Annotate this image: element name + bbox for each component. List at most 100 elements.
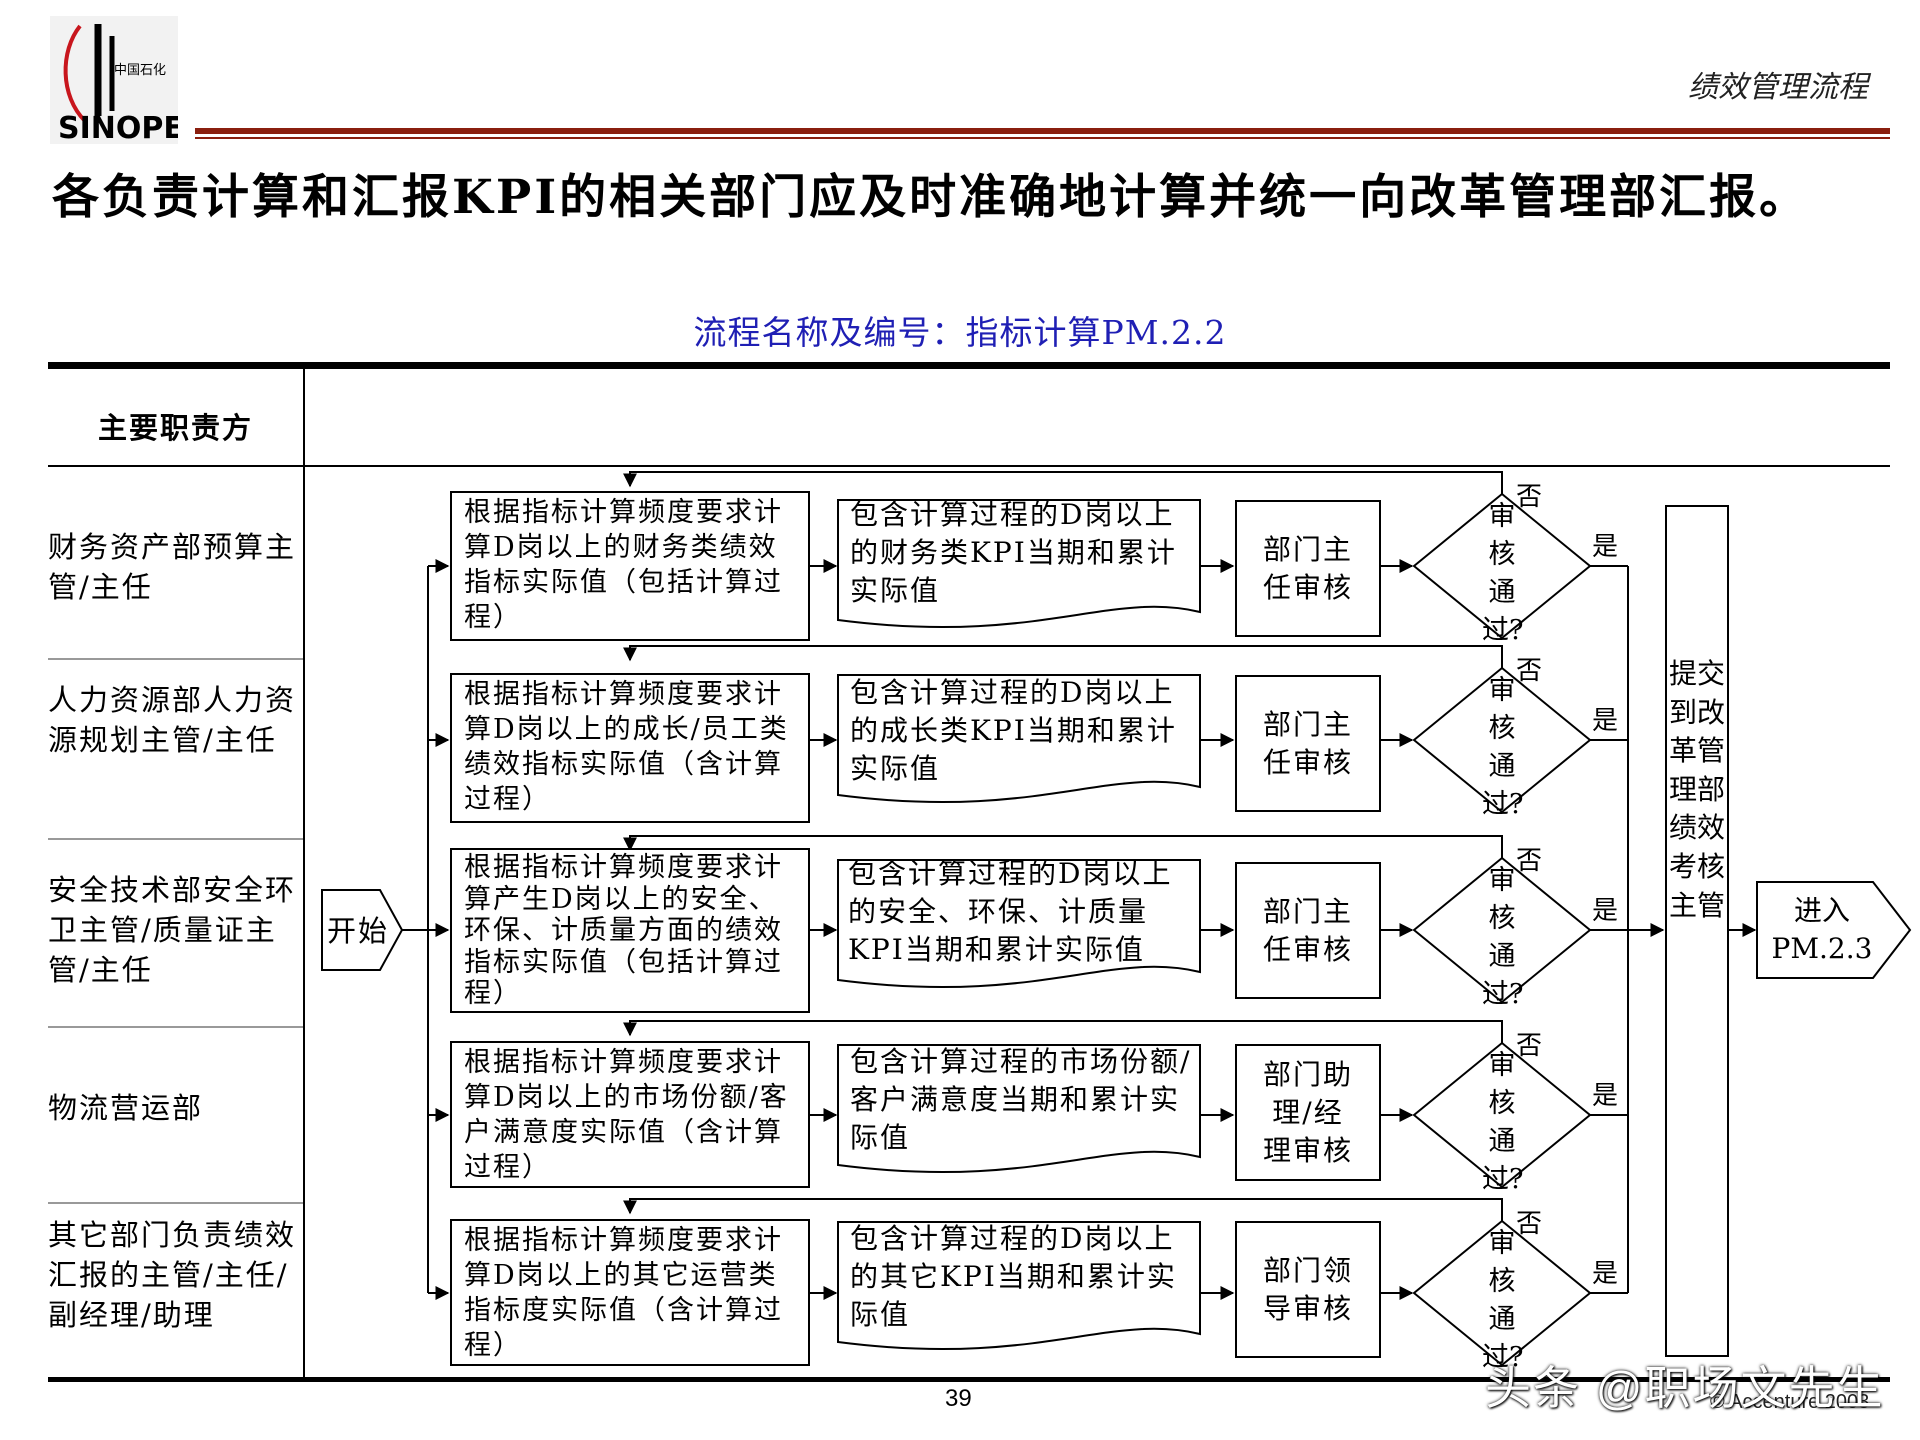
output-document-shape — [837, 1044, 1201, 1174]
table-header-rule — [48, 465, 1890, 467]
decision-label: 审核通过? — [1482, 498, 1524, 650]
decision-label-line: 通 — [1488, 751, 1516, 782]
task-text: 根据指标计算频度要求计算D岗以上的市场份额/客户满意度实际值（含计算过程） — [464, 1047, 789, 1183]
output-text-hr: 包含计算过程的D岗以上的成长类KPI当期和累计实际值 — [850, 676, 1177, 785]
task-text: 根据指标计算频度要求计算D岗以上的财务类绩效指标实际值（包括计算过程） — [464, 497, 783, 633]
decision-no-label: 否 — [1516, 846, 1543, 876]
decision-label-line: 核 — [1488, 1088, 1516, 1119]
review-text: 部门领导审核 — [1263, 1253, 1354, 1325]
task-text: 根据指标计算频度要求计算D岗以上的成长/员工类绩效指标实际值（含计算过程） — [464, 679, 789, 815]
decision-label: 审核通过? — [1482, 1047, 1524, 1199]
lane-separator — [48, 1202, 303, 1204]
decision-label: 审核通过? — [1482, 1225, 1524, 1377]
decision-label-line: 核 — [1488, 539, 1516, 570]
task-box-logistics: 根据指标计算频度要求计算D岗以上的市场份额/客户满意度实际值（含计算过程） — [450, 1041, 810, 1188]
decision-label-line: 过? — [1482, 789, 1524, 820]
decision-yes-label: 是 — [1592, 532, 1619, 562]
decision-label-line: 通 — [1488, 1304, 1516, 1335]
lane-role-finance: 财务资产部预算主管/主任 — [48, 530, 297, 604]
lane-role-logistics: 物流营运部 — [48, 1091, 204, 1125]
decision-label-line: 过? — [1482, 615, 1524, 646]
task-box-finance: 根据指标计算频度要求计算D岗以上的财务类绩效指标实际值（包括计算过程） — [450, 491, 810, 641]
slide-headline: 各负责计算和汇报KPI的相关部门应及时准确地计算并统一向改革管理部汇报。 — [52, 170, 1810, 225]
lane-role-others: 其它部门负责绩效汇报的主管/主任/副经理/助理 — [48, 1218, 297, 1332]
decision-label-line: 通 — [1488, 941, 1516, 972]
submit-box — [1665, 505, 1729, 1357]
table-bottom-rule — [48, 1377, 1890, 1382]
decision-no-label: 否 — [1516, 482, 1543, 512]
review-box-logistics: 部门助理/经理审核 — [1235, 1044, 1381, 1181]
review-box-hr: 部门主任审核 — [1235, 675, 1381, 812]
decision-yes-label: 是 — [1592, 1259, 1619, 1289]
start-label: 开始 — [327, 914, 390, 948]
review-box-finance: 部门主任审核 — [1235, 500, 1381, 637]
start-shape — [321, 889, 404, 971]
review-box-safety: 部门主任审核 — [1235, 862, 1381, 999]
lane-role-safety: 安全技术部安全环卫主管/质量证主管/主任 — [48, 873, 297, 987]
decision-yes-label: 是 — [1592, 1081, 1619, 1111]
submit-label: 提交到改革管理部绩效考核主管 — [1668, 657, 1725, 922]
output-text-logistics: 包含计算过程的市场份额/客户满意度当期和累计实际值 — [850, 1045, 1192, 1154]
decision-label-line: 审 — [1488, 1228, 1516, 1259]
no-loop-connector — [623, 835, 1503, 858]
lane-divider — [303, 366, 305, 1377]
copyright: © Accenture 2003 — [1710, 1391, 1870, 1413]
review-text: 部门主任审核 — [1263, 707, 1354, 779]
section-label: 绩效管理流程 — [1688, 70, 1868, 105]
decision-label-line: 通 — [1488, 1126, 1516, 1157]
decision-yes-label: 是 — [1592, 706, 1619, 736]
review-text: 部门主任审核 — [1263, 532, 1354, 604]
header-rule-thin — [195, 137, 1890, 139]
lane-separator — [48, 1026, 303, 1028]
lane-role-hr: 人力资源部人力资源规划主管/主任 — [48, 683, 297, 757]
review-text: 部门主任审核 — [1263, 894, 1354, 966]
decision-label-line: 审 — [1488, 1050, 1516, 1081]
column-header: 主要职责方 — [98, 411, 254, 445]
output-document-shape — [837, 674, 1201, 804]
decision-label-line: 核 — [1488, 903, 1516, 934]
decision-no-label: 否 — [1516, 656, 1543, 686]
task-box-others: 根据指标计算频度要求计算D岗以上的其它运营类指标度实际值（含计算过程） — [450, 1219, 810, 1366]
header-rule — [195, 128, 1890, 134]
table-top-rule — [48, 362, 1890, 369]
output-text-finance: 包含计算过程的D岗以上的财务类KPI当期和累计实际值 — [850, 498, 1177, 607]
task-box-safety: 根据指标计算频度要求计算产生D岗以上的安全、环保、计质量方面的绩效指标实际值（包… — [450, 848, 810, 1013]
decision-label-line: 核 — [1488, 713, 1516, 744]
page-number: 39 — [945, 1385, 972, 1412]
next-step-line1: 进入 — [1793, 894, 1850, 927]
next-step-line2: PM.2.3 — [1771, 932, 1873, 965]
lane-separator — [48, 838, 303, 840]
decision-label-line: 过? — [1482, 1342, 1524, 1373]
output-text-others: 包含计算过程的D岗以上的其它KPI当期和累计实际值 — [850, 1222, 1177, 1331]
decision-yes-label: 是 — [1592, 896, 1619, 926]
no-loop-connector — [623, 645, 1503, 668]
decision-label-line: 通 — [1488, 577, 1516, 608]
decision-label: 审核通过? — [1482, 862, 1523, 1014]
output-document-shape — [837, 859, 1201, 989]
task-text: 根据指标计算频度要求计算产生D岗以上的安全、环保、计质量方面的绩效指标实际值（包… — [464, 852, 783, 1009]
decision-no-label: 否 — [1516, 1209, 1543, 1239]
next-step-label: 进入 PM.2.3 — [1752, 892, 1892, 968]
review-box-others: 部门领导审核 — [1235, 1221, 1381, 1358]
output-document-shape — [837, 499, 1201, 629]
task-box-hr: 根据指标计算频度要求计算D岗以上的成长/员工类绩效指标实际值（含计算过程） — [450, 673, 810, 823]
no-loop-connector — [623, 1020, 1503, 1043]
no-loop-connector — [623, 1198, 1503, 1221]
review-text: 部门助理/经理审核 — [1263, 1057, 1354, 1167]
logo-cn-text: 中国石化 — [114, 63, 166, 78]
decision-label-line: 核 — [1488, 1266, 1516, 1297]
decision-label-line: 过? — [1482, 1164, 1524, 1195]
output-text-safety: 包含计算过程的D岗以上的安全、环保、计质量KPI当期和累计实际值 — [848, 857, 1173, 966]
decision-label: 审核通过? — [1482, 672, 1524, 824]
decision-label-line: 审 — [1488, 865, 1516, 896]
process-title: 流程名称及编号：指标计算PM.2.2 — [693, 313, 1227, 352]
watermark: 头条 @职场文先生 — [1485, 1362, 1885, 1414]
decision-no-label: 否 — [1516, 1031, 1543, 1061]
next-step-shape — [1756, 881, 1912, 979]
lane-separator — [48, 658, 303, 660]
decision-label-line: 审 — [1488, 501, 1516, 532]
no-loop-connector — [623, 471, 1503, 494]
decision-label-line: 审 — [1488, 675, 1516, 706]
output-document-shape — [837, 1221, 1201, 1351]
